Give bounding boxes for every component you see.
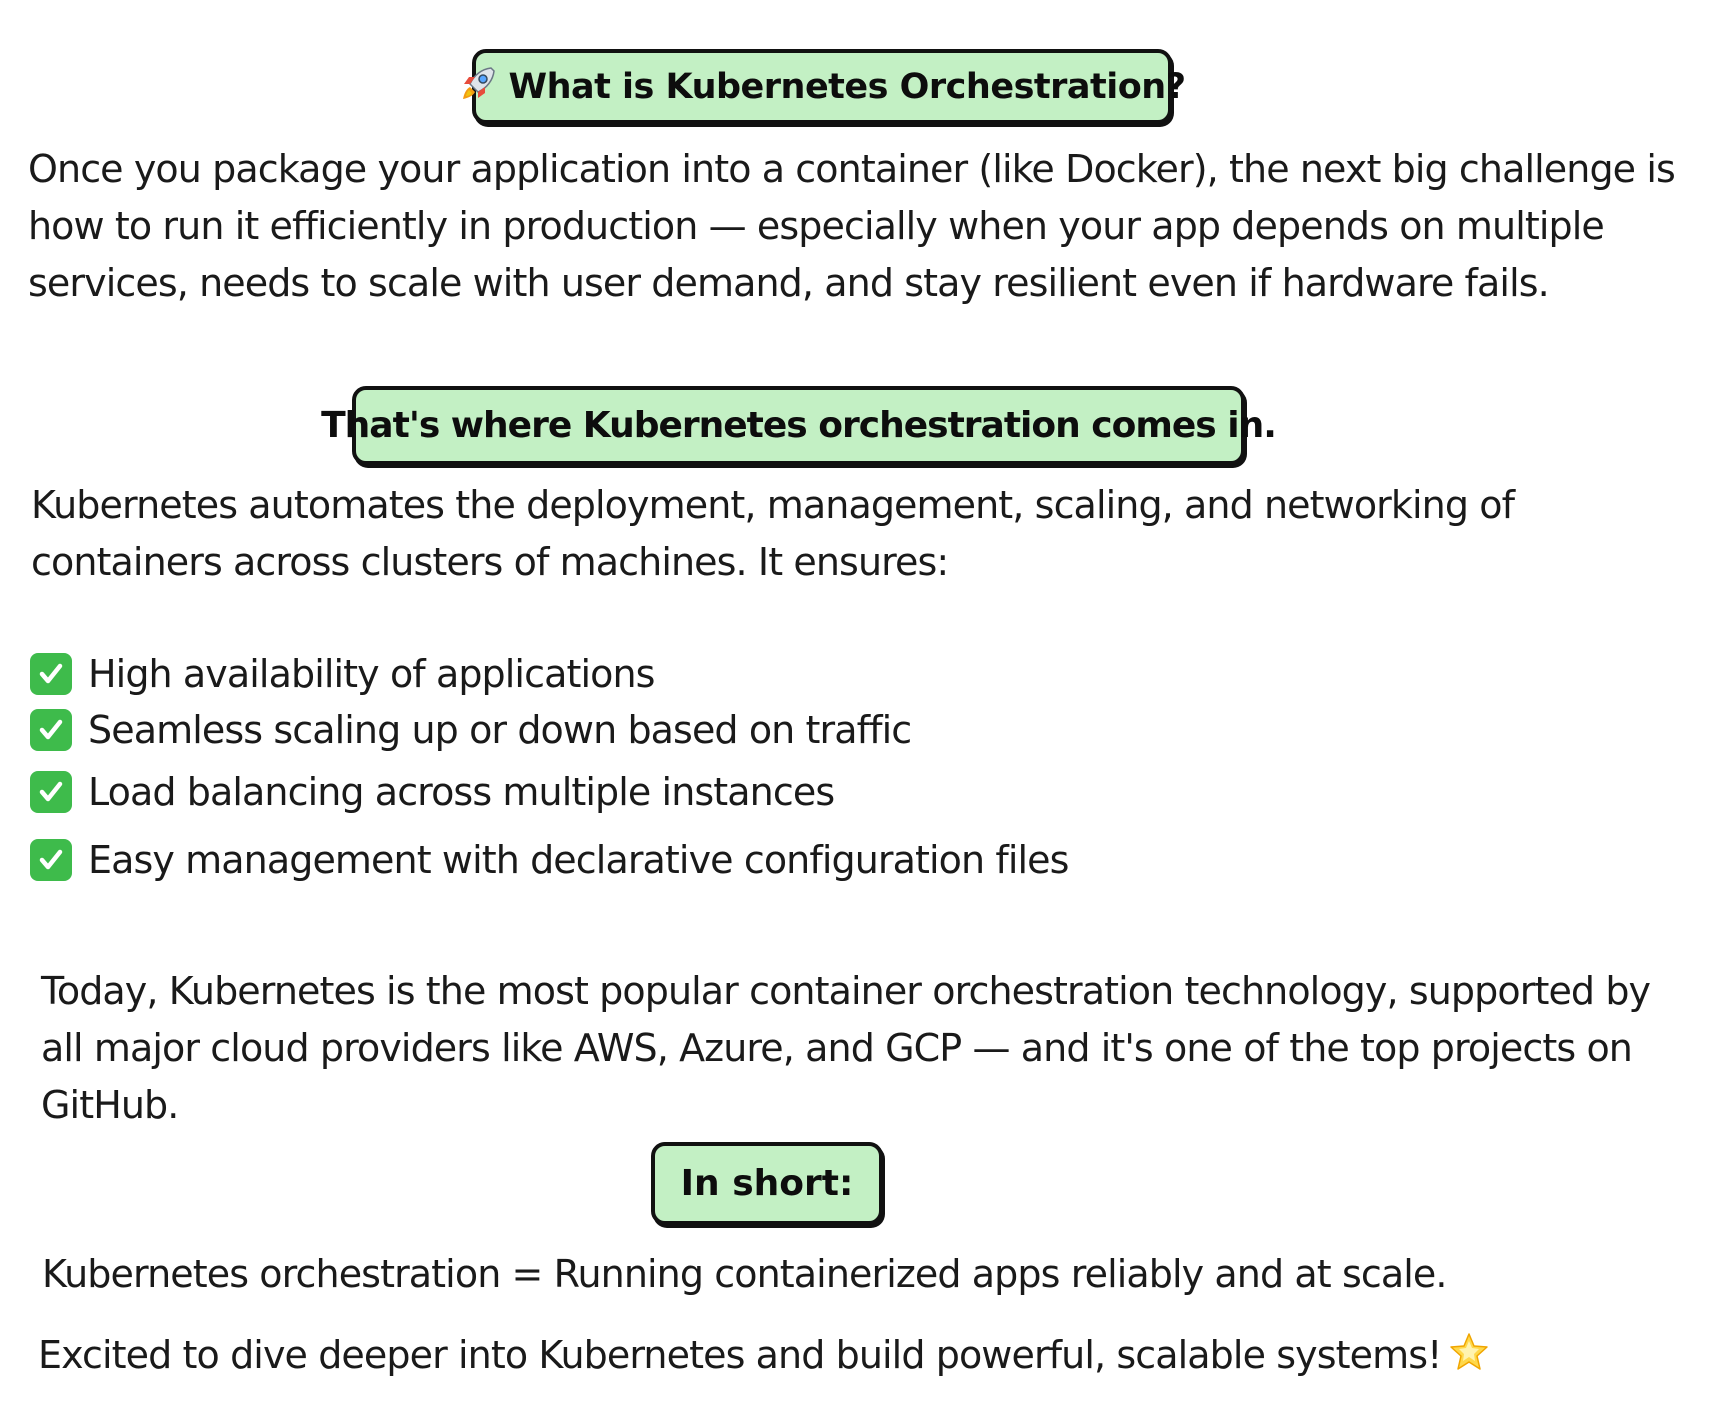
closing-line: Excited to dive deeper into Kubernetes a… (38, 1327, 1708, 1388)
list-item: Easy management with declarative configu… (30, 832, 1069, 888)
orchestration-callout: That's where Kubernetes orchestration co… (321, 386, 1277, 465)
list-item: Seamless scaling up or down based on tra… (30, 702, 1069, 758)
benefits-list: High availability of applications Seamle… (30, 646, 1069, 888)
checkmark-icon (30, 653, 72, 695)
intro-paragraph: Once you package your application into a… (28, 147, 1676, 305)
glowing-star-icon (1449, 1331, 1489, 1388)
summary-text: Kubernetes orchestration = Running conta… (42, 1252, 1447, 1296)
benefit-text: Load balancing across multiple instances (88, 770, 835, 814)
benefit-text: Easy management with declarative configu… (88, 838, 1069, 882)
in-short-label: In short: (680, 1163, 854, 1204)
in-short-callout: In short: (651, 1142, 883, 1225)
checkmark-icon (30, 839, 72, 881)
page-title: What is Kubernetes Orchestration? (508, 66, 1186, 107)
benefit-text: Seamless scaling up or down based on tra… (88, 708, 912, 752)
checkmark-icon (30, 771, 72, 813)
list-item: High availability of applications (30, 646, 1069, 702)
rocket-icon (458, 64, 498, 110)
benefit-text: High availability of applications (88, 652, 655, 696)
title-callout: What is Kubernetes Orchestration? (463, 49, 1186, 124)
checkmark-icon (30, 709, 72, 751)
popularity-paragraph: Today, Kubernetes is the most popular co… (41, 969, 1651, 1127)
closing-text: Excited to dive deeper into Kubernetes a… (38, 1333, 1442, 1377)
list-item: Load balancing across multiple instances (30, 764, 1069, 820)
automates-paragraph: Kubernetes automates the deployment, man… (31, 483, 1515, 584)
orchestration-callout-text: That's where Kubernetes orchestration co… (321, 405, 1277, 446)
